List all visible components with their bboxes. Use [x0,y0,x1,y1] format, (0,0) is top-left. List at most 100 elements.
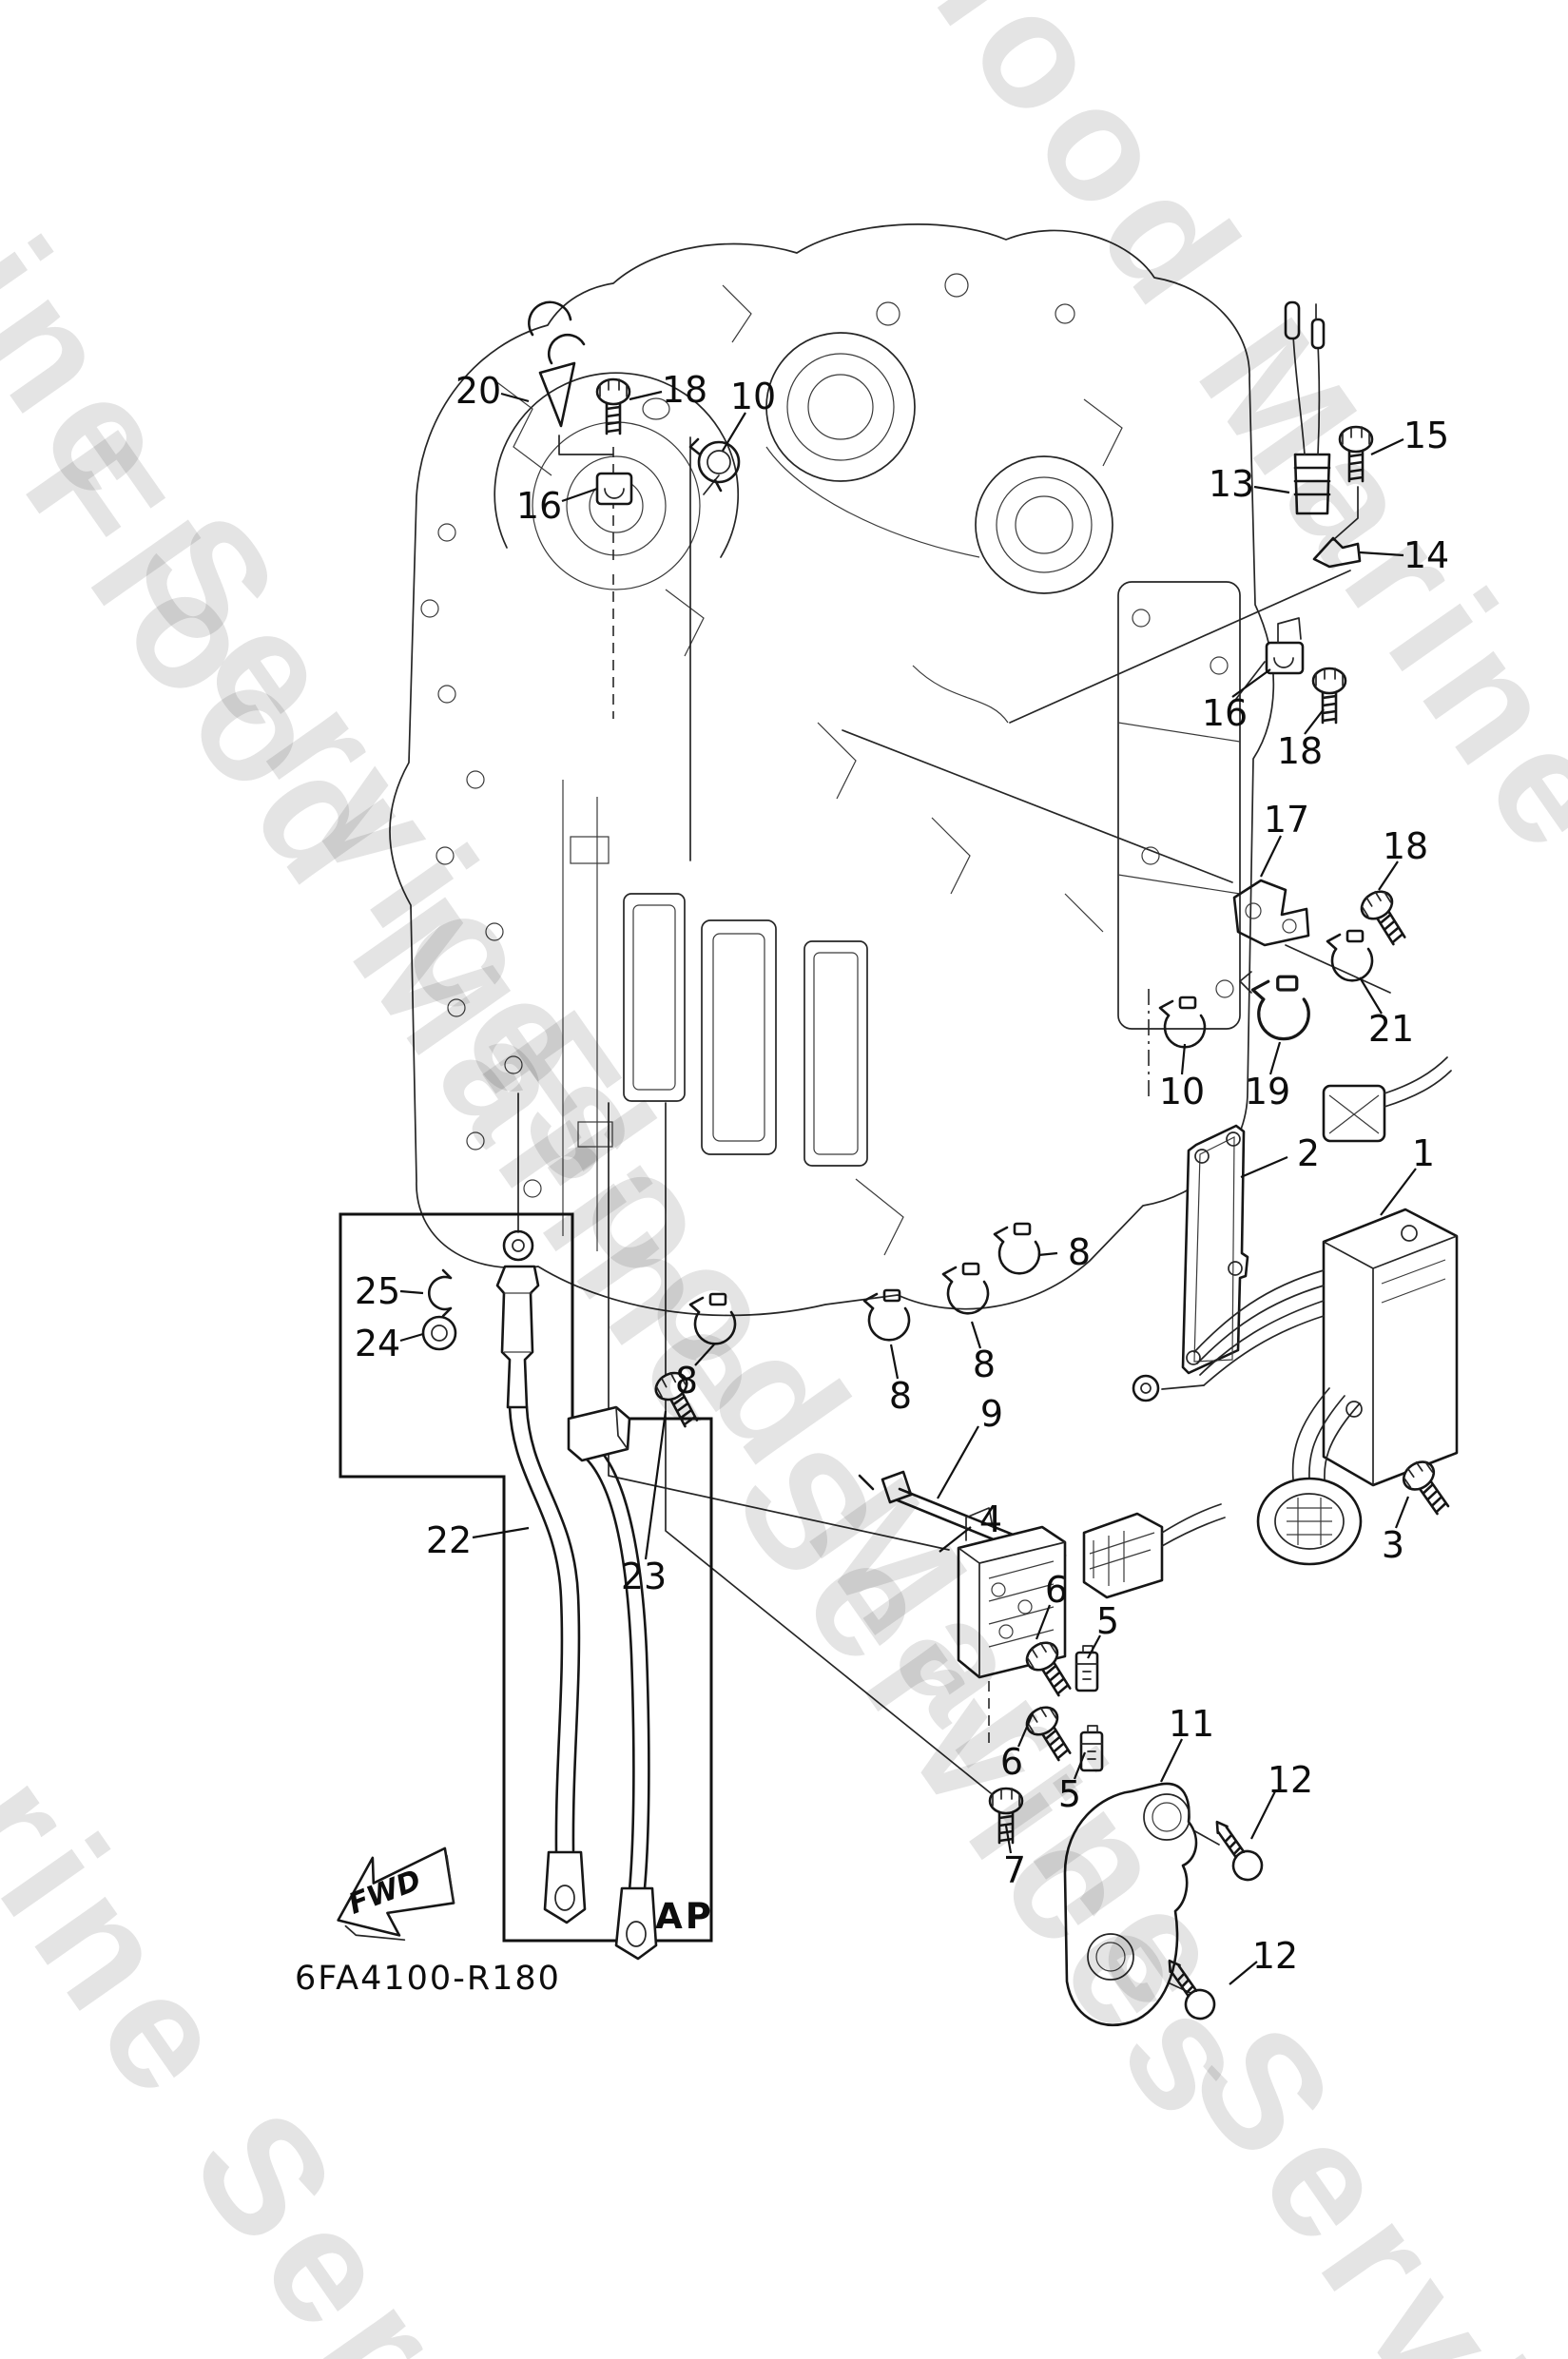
inset-label-ap: AP [655,1896,714,1937]
callout-number[interactable]: 16 [1202,692,1248,734]
callout-number[interactable]: 2 [1297,1132,1320,1174]
callout-number[interactable]: 8 [973,1344,996,1385]
callout-8[interactable]: 8 [889,1344,912,1417]
callout-number[interactable]: 18 [1383,825,1428,867]
callout-23[interactable]: 23 [621,1410,668,1597]
callout-12[interactable]: 12 [1250,1759,1313,1840]
callout-1[interactable]: 1 [1380,1132,1435,1216]
callout-number[interactable]: 8 [889,1375,912,1417]
callout-number[interactable]: 24 [355,1323,400,1364]
callout-number[interactable]: 13 [1209,463,1254,505]
callout-25[interactable]: 25 [355,1270,424,1312]
callout-leader-line [1229,1961,1258,1985]
callout-16[interactable]: 16 [516,485,598,527]
callout-number[interactable]: 12 [1252,1935,1298,1977]
callout-5[interactable]: 5 [1087,1600,1119,1659]
callout-leader-line [1037,1251,1058,1257]
callout-leader-line [1004,1825,1013,1854]
callout-number[interactable]: 3 [1382,1524,1404,1566]
callout-leader-line [1260,835,1282,878]
callout-number[interactable]: 5 [1096,1600,1119,1642]
part-connector-grid [1082,1503,1226,1599]
callout-14[interactable]: 14 [1359,534,1449,576]
callout-number[interactable]: 1 [1412,1132,1435,1174]
callout-10[interactable]: 10 [722,376,776,452]
callout-7[interactable]: 7 [1003,1825,1026,1891]
callout-4[interactable]: 4 [939,1499,1002,1553]
callout-5[interactable]: 5 [1058,1751,1087,1815]
callout-17[interactable]: 17 [1260,799,1309,878]
callout-number[interactable]: 5 [1058,1773,1081,1815]
callout-21[interactable]: 21 [1359,976,1414,1050]
callout-leader-line [1268,1041,1282,1075]
callout-6[interactable]: 6 [1035,1569,1068,1640]
callout-number[interactable]: 12 [1268,1759,1313,1801]
part-harness-connector [1322,1056,1452,1143]
callout-15[interactable]: 15 [1370,415,1449,456]
callout-3[interactable]: 3 [1382,1496,1410,1566]
callout-number[interactable]: 9 [980,1393,1003,1435]
part-circlip-25 [428,1268,453,1318]
callout-number[interactable]: 7 [1003,1849,1026,1891]
part-clamp-8 [688,1292,737,1345]
part-code: 6FA4100-R180 [295,1960,561,1998]
callout-number[interactable]: 23 [621,1556,667,1597]
callout-13[interactable]: 13 [1209,463,1290,505]
callout-number[interactable]: 19 [1245,1071,1290,1112]
callout-number[interactable]: 20 [455,370,501,412]
callout-18[interactable]: 18 [1277,708,1325,772]
callout-19[interactable]: 19 [1245,1041,1290,1112]
callout-20[interactable]: 20 [455,370,530,412]
callout-16[interactable]: 16 [1202,668,1271,734]
callout-leader-line [939,1526,972,1553]
callout-8[interactable]: 8 [1037,1231,1091,1273]
part-bolt-18 [1311,667,1347,725]
part-clamp-8 [941,1262,990,1315]
callout-2[interactable]: 2 [1240,1132,1320,1179]
callout-24[interactable]: 24 [355,1323,424,1364]
callout-number[interactable]: 10 [730,376,776,417]
callout-18[interactable]: 18 [1378,825,1428,891]
callout-22[interactable]: 22 [426,1519,530,1561]
callout-leader-line [644,1410,668,1560]
callout-number[interactable]: 16 [516,485,562,527]
part-fuse-5 [1074,1644,1099,1692]
callout-9[interactable]: 9 [937,1393,1003,1499]
callout-number[interactable]: 14 [1403,534,1449,576]
callout-number[interactable]: 6 [1045,1569,1068,1611]
callout-number[interactable]: 21 [1368,1008,1414,1050]
part-bracket-14 [1312,536,1362,569]
engine-illustration [389,223,1275,1317]
callout-leader-line [1359,976,1383,1015]
part-fusebox-4 [957,1507,1067,1679]
callout-number[interactable]: 11 [1169,1703,1214,1745]
callout-11[interactable]: 11 [1160,1703,1214,1783]
callout-18[interactable]: 18 [629,369,707,411]
callout-8[interactable]: 8 [970,1321,996,1385]
callout-number[interactable]: 22 [426,1519,472,1561]
callout-number[interactable]: 25 [355,1270,400,1312]
callout-8[interactable]: 8 [675,1344,715,1402]
callout-number[interactable]: 18 [1277,730,1323,772]
callout-number[interactable]: 15 [1403,415,1449,456]
callout-number[interactable]: 18 [662,369,707,411]
callout-number[interactable]: 6 [1000,1741,1023,1783]
callout-number[interactable]: 10 [1159,1071,1205,1112]
callout-leader-line [1016,1712,1035,1748]
callout-number[interactable]: 17 [1264,799,1309,841]
callout-6[interactable]: 6 [1000,1712,1035,1783]
callout-number[interactable]: 8 [675,1360,698,1402]
callout-number[interactable]: 4 [979,1499,1002,1540]
callout-leader-line [399,1289,424,1295]
callout-leader-line [399,1332,424,1343]
part-cover-11 [1063,1782,1198,2027]
callout-10[interactable]: 10 [1159,1043,1205,1112]
callout-12[interactable]: 12 [1229,1935,1298,1985]
callout-number[interactable]: 8 [1068,1231,1091,1273]
callout-leader-line [970,1321,982,1349]
inset-box [339,1212,713,1943]
callout-leader-line [1035,1604,1052,1640]
